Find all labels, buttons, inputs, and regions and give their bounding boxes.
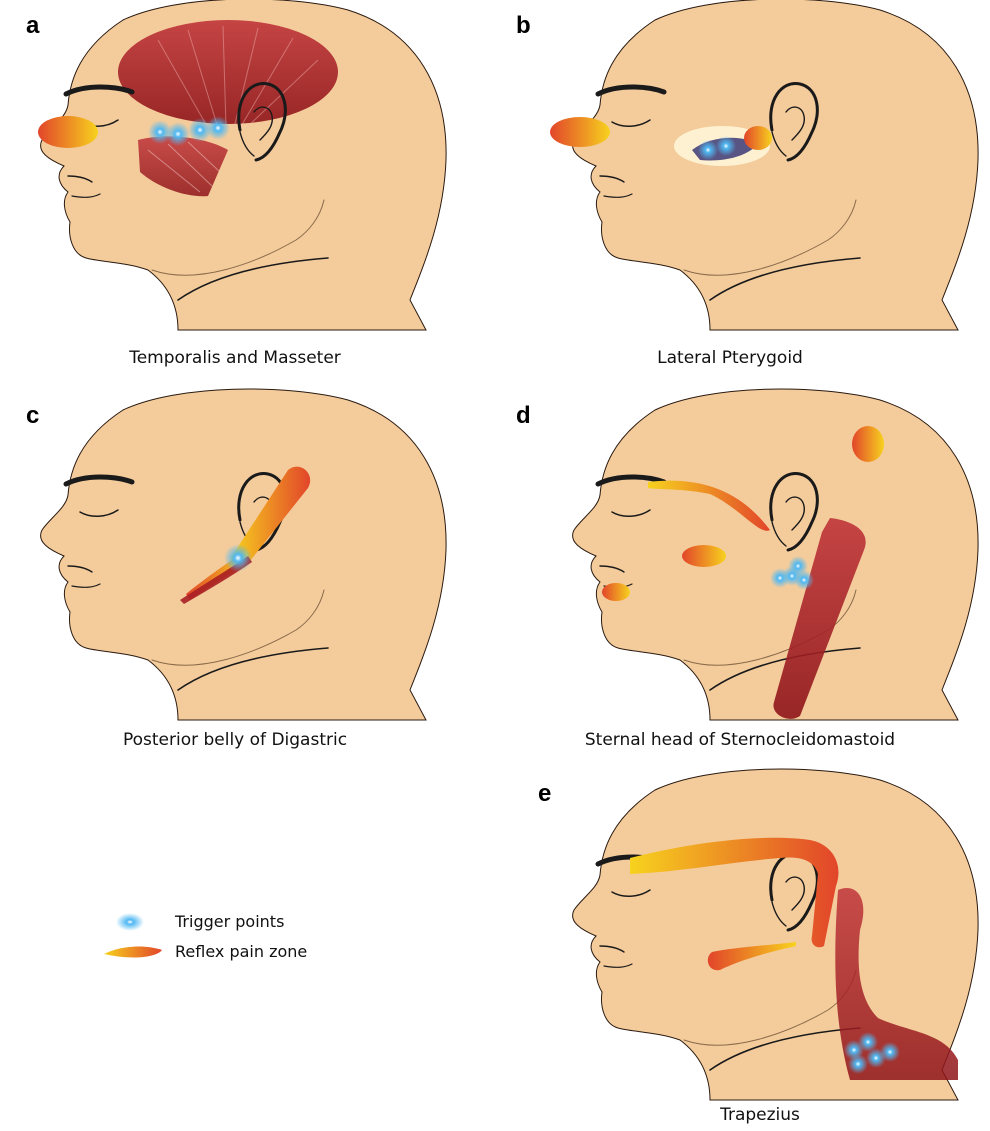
- head-illustration-b: [500, 0, 960, 340]
- pain-zone-cheek: [682, 545, 726, 567]
- panel-letter-a: a: [26, 12, 39, 40]
- pain-zone-chin: [602, 583, 630, 601]
- pain-zone-icon: [100, 940, 170, 964]
- head-illustration-a: [10, 0, 460, 340]
- head-illustration-d: [500, 390, 980, 720]
- panel-caption-a: Temporalis and Masseter: [10, 348, 460, 368]
- panel-caption-c: Posterior belly of Digastric: [10, 730, 460, 750]
- panel-d: d Sternal head of Sternocleidomastoid: [500, 390, 980, 760]
- head-illustration-c: [10, 390, 460, 720]
- trigger-point-icon: [100, 910, 160, 934]
- legend-trigger-points-label: Trigger points: [175, 912, 284, 931]
- panel-caption-d: Sternal head of Sternocleidomastoid: [500, 730, 980, 750]
- panel-letter-c: c: [26, 402, 39, 430]
- pain-zone-tmj: [744, 126, 772, 150]
- legend-reflex-pain-zone: Reflex pain zone: [100, 940, 360, 964]
- legend-trigger-points: Trigger points: [100, 910, 360, 934]
- head-illustration-e: [540, 770, 980, 1100]
- panel-a: a Temporalis and Masseter: [10, 0, 460, 380]
- panel-letter-d: d: [516, 402, 531, 430]
- panel-e: e Trapezius: [540, 770, 980, 1131]
- legend: Trigger points Reflex pain zone: [100, 910, 360, 970]
- panel-caption-e: Trapezius: [540, 1105, 980, 1125]
- panel-letter-e: e: [538, 780, 551, 808]
- panel-b: b Lateral Pterygoid: [500, 0, 960, 380]
- pain-zone-cheek: [38, 116, 98, 148]
- panel-c: c Posterior belly of Digastric: [10, 390, 460, 760]
- legend-reflex-pain-zone-label: Reflex pain zone: [175, 942, 307, 961]
- pain-zone-cheek: [550, 117, 610, 147]
- panel-caption-b: Lateral Pterygoid: [500, 348, 960, 368]
- pain-zone-occiput: [852, 426, 884, 462]
- panel-letter-b: b: [516, 12, 531, 40]
- trigger-points-c: [224, 544, 252, 572]
